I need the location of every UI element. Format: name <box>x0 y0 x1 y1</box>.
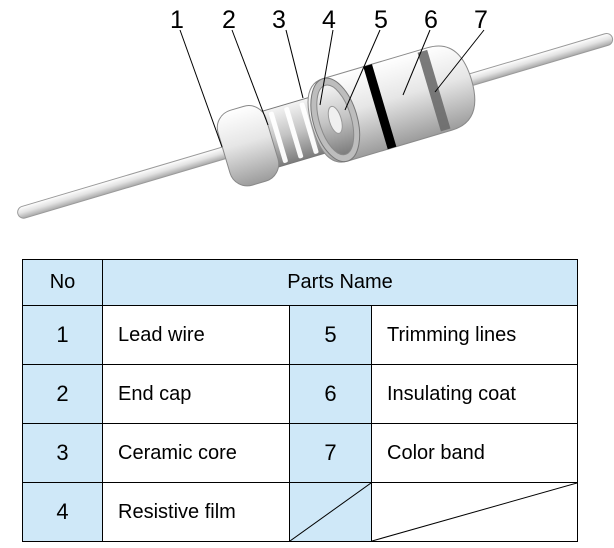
callout-5: 5 <box>374 6 388 34</box>
table-row: 1 Lead wire 5 Trimming lines <box>22 305 578 365</box>
callout-4: 4 <box>322 6 336 34</box>
resistor-diagram: 1 2 3 4 5 6 7 <box>17 6 614 219</box>
table-row: 2 End cap 6 Insulating coat <box>22 364 578 424</box>
callout-3: 3 <box>272 6 286 34</box>
table-header-row: No Parts Name <box>22 259 578 306</box>
empty-cell-diagonal <box>289 482 372 542</box>
trimming-line <box>299 102 319 154</box>
callout-7: 7 <box>474 6 488 34</box>
header-parts-name: Parts Name <box>102 259 578 306</box>
table-row: 4 Resistive film <box>22 482 578 542</box>
trimming-line <box>268 111 288 163</box>
part-name: Ceramic core <box>102 423 290 483</box>
empty-cell-diagonal <box>371 482 578 542</box>
part-name: Trimming lines <box>371 305 578 365</box>
color-band <box>417 49 451 132</box>
part-number: 6 <box>289 364 372 424</box>
end-cap <box>216 105 280 187</box>
callout-1: 1 <box>170 6 184 34</box>
callout-2: 2 <box>222 6 236 34</box>
part-name: Color band <box>371 423 578 483</box>
part-number: 5 <box>289 305 372 365</box>
table-row: 3 Ceramic core 7 Color band <box>22 423 578 483</box>
diagonal-line <box>290 483 371 541</box>
part-number: 4 <box>22 482 103 542</box>
part-number: 7 <box>289 423 372 483</box>
part-number: 1 <box>22 305 103 365</box>
part-name: End cap <box>102 364 290 424</box>
diagonal-line <box>372 483 577 541</box>
part-name: Insulating coat <box>371 364 578 424</box>
part-name: Resistive film <box>102 482 290 542</box>
part-name: Lead wire <box>102 305 290 365</box>
trimming-line <box>284 107 304 159</box>
part-number: 3 <box>22 423 103 483</box>
color-band-black <box>363 64 397 150</box>
parts-table: No Parts Name 1 Lead wire 5 Trimming lin… <box>22 259 578 542</box>
callout-6: 6 <box>424 6 438 34</box>
part-number: 2 <box>22 364 103 424</box>
header-no: No <box>22 259 103 306</box>
